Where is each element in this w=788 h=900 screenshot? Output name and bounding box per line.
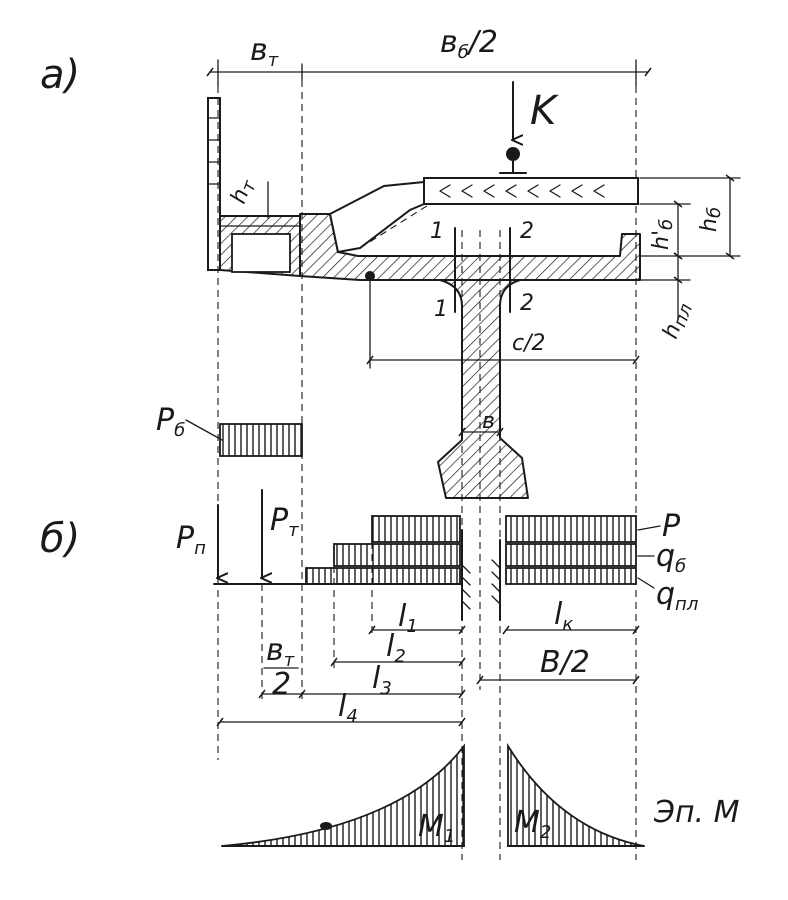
b-b-half-label: вб/2 bbox=[440, 25, 498, 63]
fixed-supports bbox=[461, 529, 501, 621]
P-load-label: P bbox=[662, 509, 681, 544]
railing-post bbox=[207, 97, 221, 271]
c-half-label: с/2 bbox=[512, 331, 546, 356]
right-dimensions bbox=[639, 174, 741, 321]
svg-text:2: 2 bbox=[272, 667, 291, 702]
left-load-p bbox=[371, 515, 461, 543]
sec1-top-label: 1 bbox=[430, 219, 444, 244]
left-load-qpl bbox=[305, 567, 461, 585]
sidewalk-block bbox=[219, 215, 301, 277]
q-b-label: qб bbox=[656, 539, 686, 577]
P-b-label: Pб bbox=[156, 403, 185, 441]
h-pl-label: hпл bbox=[658, 299, 697, 344]
h-t-label: hт bbox=[226, 175, 261, 208]
sec2-bot-label: 2 bbox=[520, 291, 534, 316]
moment-diagram-M2 bbox=[507, 742, 645, 847]
h-b-prime-label: h'б bbox=[649, 219, 677, 250]
lk-label: lк bbox=[554, 597, 573, 635]
moment-diagram-M1 bbox=[221, 743, 465, 847]
svg-text:вт: вт bbox=[266, 633, 295, 671]
h-b-label: hб bbox=[697, 207, 725, 232]
b-web-label: в bbox=[482, 409, 495, 434]
ep-M-label: Эп. M bbox=[653, 795, 740, 830]
l1-label: l1 bbox=[398, 599, 418, 637]
right-load-qb bbox=[505, 543, 637, 567]
b-t-label: вт bbox=[250, 33, 279, 71]
B-half-label: B/2 bbox=[540, 645, 590, 680]
bt-half-fraction: вт 2 bbox=[263, 633, 299, 702]
M2-label: M2 bbox=[514, 805, 551, 843]
ballast-layer bbox=[423, 177, 639, 205]
M1-label: M1 bbox=[418, 809, 455, 847]
right-load-p bbox=[505, 515, 637, 543]
sec2-top-label: 2 bbox=[520, 219, 534, 244]
section-lines bbox=[454, 227, 511, 313]
joint-dot bbox=[365, 271, 375, 281]
part-a-label: а) bbox=[40, 52, 80, 98]
l2-label: l2 bbox=[386, 629, 406, 667]
deck-slab bbox=[299, 180, 641, 281]
K-label: K bbox=[530, 88, 559, 134]
span-dimensions bbox=[216, 542, 640, 727]
rail-load bbox=[499, 81, 527, 174]
sec1-bot-label: 1 bbox=[434, 297, 448, 322]
right-load-qpl bbox=[505, 567, 637, 585]
t-beam-web bbox=[437, 279, 529, 499]
l4-label: l4 bbox=[338, 689, 358, 727]
q-pl-label: qпл bbox=[656, 577, 698, 615]
p-b-load bbox=[219, 423, 303, 457]
top-dimension bbox=[206, 59, 652, 87]
l3-label: l3 bbox=[372, 661, 392, 699]
P-t-label: Pт bbox=[270, 503, 299, 541]
left-load-qb bbox=[333, 543, 461, 567]
P-p-label: Pп bbox=[176, 521, 206, 559]
part-b-label: б) bbox=[40, 516, 80, 562]
